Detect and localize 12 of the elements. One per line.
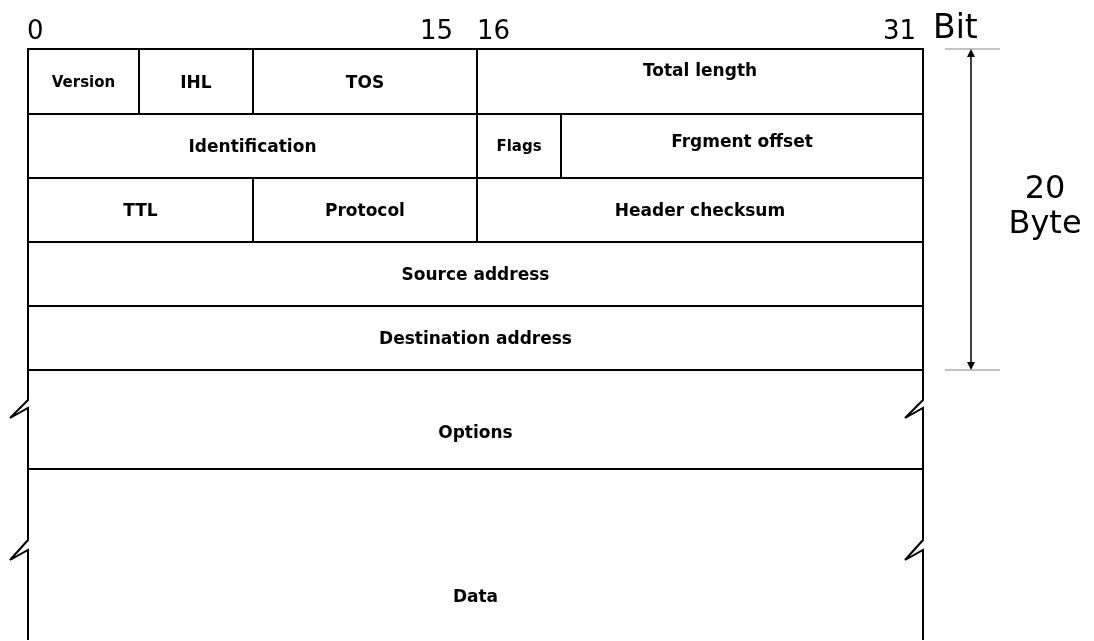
header-field: Options — [27, 369, 924, 470]
bit-number: 31 — [883, 17, 917, 43]
unit-label: Bit — [933, 10, 978, 43]
header-field: Version — [27, 48, 140, 115]
header-field: Source address — [27, 241, 924, 307]
header-field: Total length — [476, 48, 924, 115]
bit-number: 16 — [477, 17, 511, 43]
dimension-label: 20 Byte — [1007, 170, 1083, 241]
header-field: Destination address — [27, 305, 924, 371]
header-field: Data — [27, 468, 924, 641]
bit-number: 0 — [27, 17, 44, 43]
bit-number: 15 — [420, 17, 454, 43]
